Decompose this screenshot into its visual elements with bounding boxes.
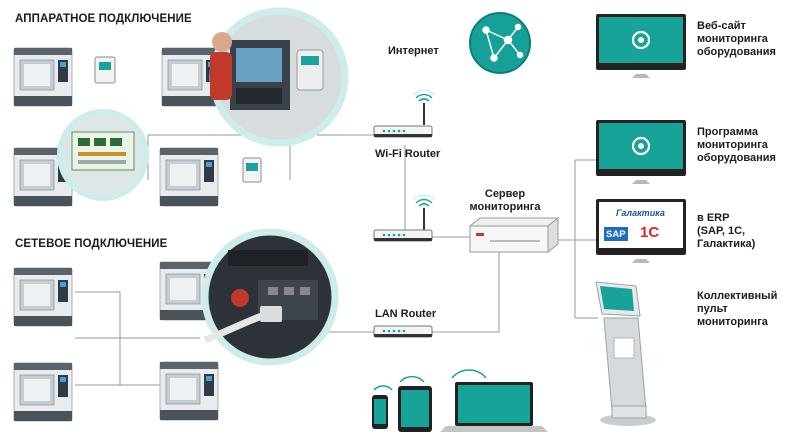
internet-globe-icon (469, 12, 531, 74)
kiosk-label-line-1: Коллективный (697, 290, 778, 302)
wifi-router-icon (373, 89, 436, 138)
lan-router-label: LAN Router (375, 308, 437, 320)
controller-board-inset (57, 109, 149, 201)
kiosk-label: Коллективный пульт мониторинга (697, 290, 800, 329)
internet-label: Интернет (388, 45, 439, 57)
program-label-line-2: мониторинга (697, 139, 768, 151)
program-label-line-3: оборудования (697, 152, 776, 164)
website-label-line-3: оборудования (697, 46, 776, 58)
erp-label-line-1: в ERP (697, 212, 730, 224)
lan-router-icon (373, 325, 433, 338)
program-label-line-1: Программа (697, 126, 759, 138)
laptop-icon (440, 369, 548, 432)
wifi-router-label: Wi-Fi Router (375, 148, 441, 160)
onec-logo: 1С (640, 224, 660, 241)
website-monitor-icon (594, 12, 688, 80)
erp-monitor-icon (596, 199, 686, 263)
erp-label: в ERP (SAP, 1C, Галактика) (697, 212, 800, 251)
website-label: Веб-сайт мониторинга оборудования (697, 20, 776, 59)
connection-lines (75, 134, 598, 386)
program-monitor-icon (594, 118, 688, 186)
program-label: Программа мониторинга оборудования (697, 126, 776, 165)
website-label-line-2: мониторинга (697, 33, 768, 45)
kiosk-icon (595, 281, 656, 426)
kiosk-label-line-2: пульт мониторинга (697, 303, 768, 328)
galaktika-logo: Галактика (616, 208, 665, 218)
server-label-line-1: Сервер (484, 188, 526, 200)
erp-label-line-2: (SAP, 1C, Галактика) (697, 225, 756, 250)
network-section-title: СЕТЕВОЕ ПОДКЛЮЧЕНИЕ (15, 238, 168, 250)
website-label-line-1: Веб-сайт (697, 20, 746, 32)
lan-cable-inset (201, 228, 339, 366)
network-machines (13, 261, 219, 422)
server-label-line-2: мониторинга (469, 201, 541, 213)
phone-icon (372, 385, 393, 429)
sap-logo: SAP (606, 229, 626, 240)
server-label: Сервер мониторинга (462, 188, 548, 214)
tablet-icon (398, 375, 432, 432)
hardware-section-title: АППАРАТНОЕ ПОДКЛЮЧЕНИЕ (15, 13, 192, 25)
operator-panel-inset (209, 7, 349, 147)
hardware-machines (13, 47, 262, 207)
server-icon (468, 216, 560, 254)
